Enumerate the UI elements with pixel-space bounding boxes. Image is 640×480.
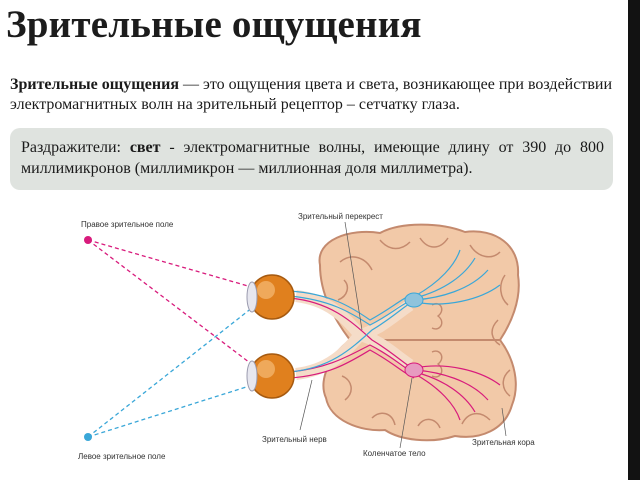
optic-nerve-label: Зрительный нерв [262,435,327,444]
pink-fiber-1 [289,344,413,373]
slide-title: Зрительные ощущения [6,3,422,46]
visual-cortex-label: Зрительная кора [472,438,535,447]
blue-radiation-3 [414,249,461,297]
pink-radiation-3 [414,373,461,421]
slide-edge-bar [628,0,640,480]
left-field-label: Левое зрительное поле [78,452,166,461]
optic-chiasm-label: Зрительный перекрест [298,212,383,221]
left-field-fibers [289,249,501,373]
sight-lines [87,239,263,438]
geniculate-bodies [404,292,424,378]
blue-fiber-1 [289,295,413,326]
eye-bottom [246,353,295,399]
pink-radiation-4 [414,365,501,386]
brain-lower-hemisphere [322,339,517,442]
stimuli-text: - электромагнитные волны, имеющие длину … [21,139,605,177]
blue-line-to-top-eye [87,299,263,438]
geniculate-body-label: Коленчатое тело [363,449,426,458]
stimuli-prefix: Раздражители: [21,139,130,156]
optic-nerve-bottom [295,328,414,380]
definition-text: — это ощущения цвета и света, возникающе… [10,76,613,113]
pink-fiber-2 [289,349,415,379]
blue-radiation-4 [414,284,501,305]
eye-bottom-lens [246,360,258,392]
chiasm-leader [344,221,363,331]
optic-nerve-leader [299,379,313,431]
blue-fiber-3 [289,301,413,373]
geniculate-top [404,292,424,308]
right-field-fibers [289,297,501,421]
eye-top-lens [246,281,258,313]
visual-pathway-illustration [84,221,520,449]
eye-bottom-highlight [257,360,275,378]
label-leader-lines [299,221,507,449]
right-field-marker [84,236,92,244]
blue-radiation-2 [414,257,476,299]
pink-fiber-3 [289,297,413,369]
pink-radiation-2 [414,371,476,413]
optic-nerves [295,290,414,380]
brain-upper-hemisphere [318,223,520,341]
brain-folds [337,237,511,429]
blue-fiber-2 [289,290,415,321]
geniculate-leader [399,377,413,449]
stimuli-keyword: свет [129,139,161,156]
eye-top-highlight [257,281,275,299]
visual-pathway-diagram: Правое зрительное поле Левое зрительное … [0,196,625,480]
pink-line-to-bottom-eye [87,239,263,373]
left-field-marker [84,433,92,441]
pink-line-to-top-eye [87,239,263,291]
eye-top [246,274,295,320]
definition-term: Зрительные ощущения [10,76,179,93]
definition-paragraph: Зрительные ощущения — это ощущения цвета… [10,75,612,115]
blue-line-to-bottom-eye [87,381,263,438]
geniculate-bottom [404,362,424,378]
right-field-label: Правое зрительное поле [81,220,174,229]
visual-cortex-leader [501,407,507,437]
brain [318,223,520,442]
stimuli-box: Раздражители: свет - электромагнитные во… [10,128,613,190]
